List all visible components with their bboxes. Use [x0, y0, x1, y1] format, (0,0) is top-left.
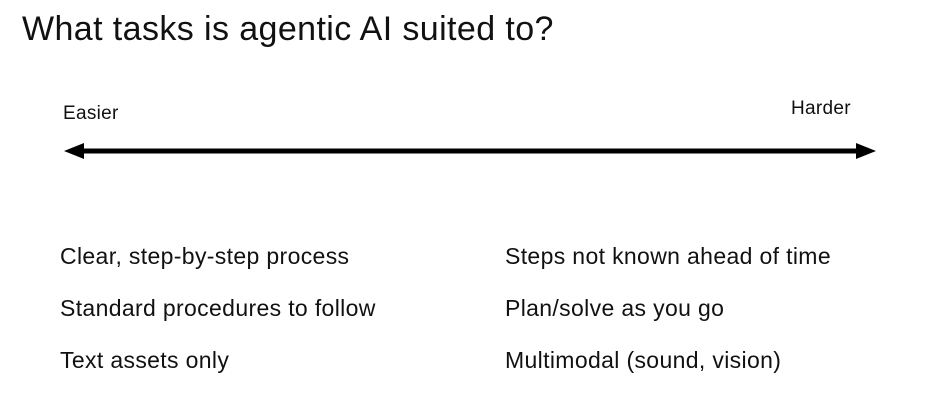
easier-column: Clear, step-by-step process Standard pro…	[60, 241, 376, 375]
list-item: Plan/solve as you go	[505, 295, 725, 321]
list-item: Clear, step-by-step process	[60, 243, 350, 269]
easier-label: Easier	[63, 103, 119, 124]
list-item: Standard procedures to follow	[60, 295, 376, 321]
double-arrow-icon	[64, 143, 876, 159]
list-item: Text assets only	[60, 347, 230, 373]
harder-label: Harder	[791, 98, 851, 119]
list-item: Steps not known ahead of time	[505, 243, 831, 269]
page-title: What tasks is agentic AI suited to?	[22, 10, 554, 48]
list-item: Multimodal (sound, vision)	[505, 347, 782, 373]
harder-column: Steps not known ahead of time Plan/solve…	[505, 241, 831, 375]
